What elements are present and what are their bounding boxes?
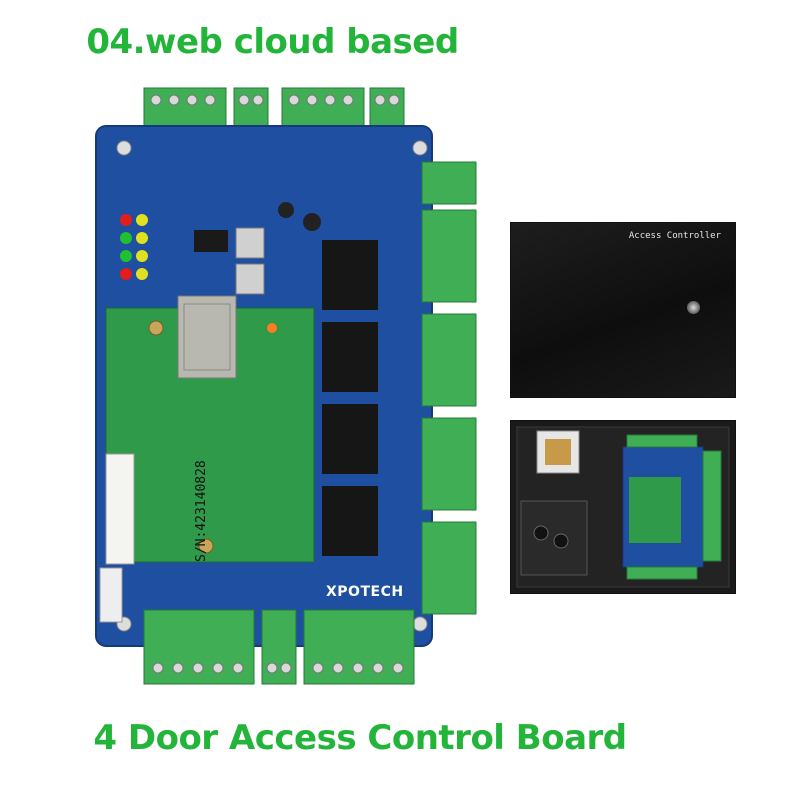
open-enclosure-illustration	[511, 421, 735, 593]
right-terminal-blocks	[421, 161, 477, 615]
product-title: 4 Door Access Control Board	[93, 718, 627, 758]
screw	[148, 320, 164, 336]
status-led	[267, 323, 277, 333]
power-supply	[520, 500, 588, 576]
page-title: 04.web cloud based	[86, 22, 459, 62]
regulator	[235, 263, 265, 295]
access-control-board-photo: S/N:423140828 XPOTECH	[86, 82, 486, 692]
pcb-illustration	[95, 87, 477, 685]
mount-hole	[412, 616, 428, 632]
enclosure-open-photo	[510, 420, 736, 594]
enclosure-closed-photo: Access Controller	[510, 222, 736, 398]
lock-icon	[687, 301, 700, 314]
bottom-terminal-blocks	[143, 609, 415, 685]
pin-header	[99, 567, 123, 623]
brand-watermark: XPOTECH	[326, 584, 404, 600]
indicator-leds	[120, 214, 148, 280]
ethernet-jack	[177, 295, 237, 379]
capacitor	[303, 213, 321, 231]
serial-number: S/N:423140828	[194, 460, 209, 562]
mount-hole	[116, 140, 132, 156]
ic-chip	[194, 230, 228, 252]
screw	[198, 538, 214, 554]
mount-hole	[412, 140, 428, 156]
relays	[322, 240, 378, 556]
serial-sticker	[105, 453, 135, 565]
enclosure-label: Access Controller	[628, 231, 721, 241]
capacitor	[278, 202, 294, 218]
regulator	[235, 227, 265, 259]
